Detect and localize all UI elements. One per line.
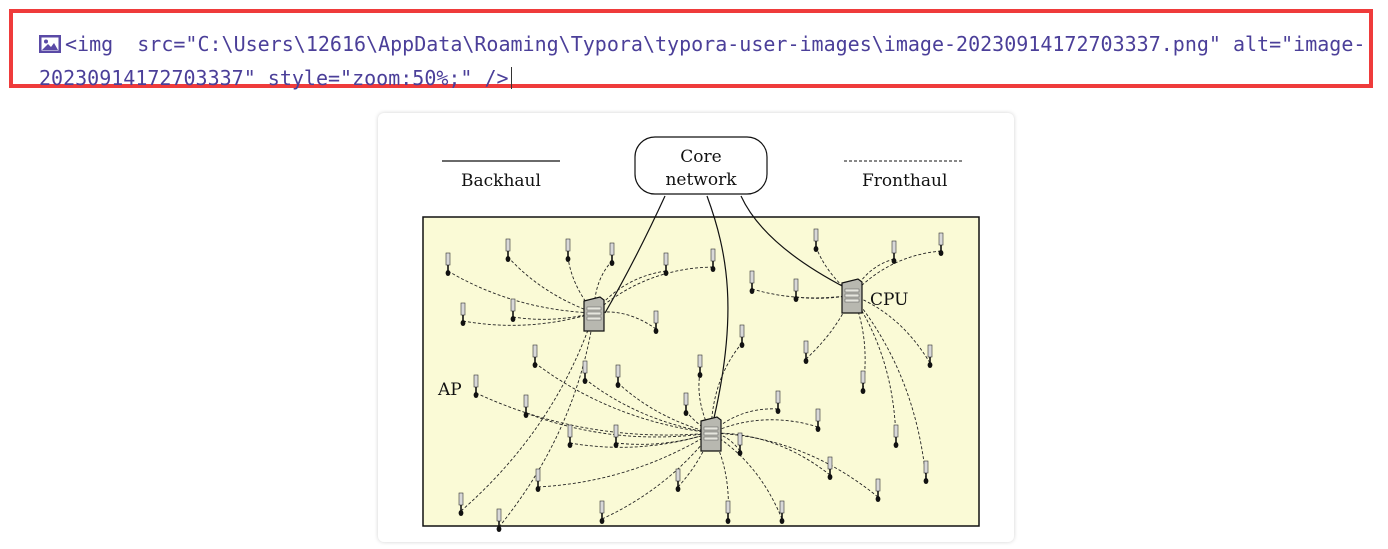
access-point-icon xyxy=(737,432,743,456)
access-point-icon xyxy=(803,340,809,364)
fronthaul-link xyxy=(593,311,657,330)
fronthaul-link xyxy=(460,312,595,512)
core-network-label-2: network xyxy=(665,170,737,190)
access-point-icon xyxy=(710,248,716,272)
fronthaul-link xyxy=(593,266,714,314)
access-point-icon xyxy=(938,232,944,256)
fronthaul-link xyxy=(851,294,927,480)
access-point-icon xyxy=(793,278,799,302)
access-point-icon xyxy=(532,344,538,368)
backhaul-link xyxy=(706,195,729,419)
fronthaul-link xyxy=(512,312,595,320)
cpu-server-icon xyxy=(841,278,863,314)
access-point-icon xyxy=(815,408,821,432)
fronthaul-link xyxy=(710,432,831,476)
backhaul-link xyxy=(740,195,847,289)
cpu-server-icon xyxy=(700,416,722,452)
rendered-figure: Backhaul Fronthaul Core network CPU AP xyxy=(378,113,1014,542)
access-point-icon xyxy=(510,298,516,322)
access-point-icon xyxy=(875,478,881,502)
core-network-box xyxy=(634,136,768,195)
backhaul-legend-label: Backhaul xyxy=(461,171,541,191)
fronthaul-legend-label: Fronthaul xyxy=(862,171,947,191)
access-point-icon xyxy=(860,370,866,394)
access-point-icon xyxy=(460,302,466,326)
core-network-label-1: Core xyxy=(680,147,721,167)
fronthaul-link xyxy=(475,392,712,436)
access-point-icon xyxy=(523,394,529,418)
access-point-icon xyxy=(609,242,615,266)
fronthaul-link xyxy=(507,256,595,314)
access-point-icon xyxy=(535,468,541,492)
access-point-icon xyxy=(827,456,833,480)
access-point-icon xyxy=(927,344,933,368)
fronthaul-link xyxy=(851,294,897,444)
source-code-content: <img src="C:\Users\12616\AppData\Roaming… xyxy=(39,32,1366,90)
image-icon xyxy=(39,29,61,53)
network-diagram: Backhaul Fronthaul Core network CPU AP xyxy=(422,136,980,532)
backhaul-link xyxy=(604,195,666,314)
access-point-icon xyxy=(445,252,451,276)
fronthaul-link xyxy=(498,312,595,528)
access-point-icon xyxy=(675,468,681,492)
text-caret xyxy=(510,67,512,89)
cpu-label: CPU xyxy=(870,290,908,310)
cpus xyxy=(583,278,863,452)
access-point-icon xyxy=(473,374,479,398)
access-point-icon xyxy=(582,360,588,384)
fronthaul-link xyxy=(751,288,853,299)
access-point-icon xyxy=(923,460,929,484)
fronthaul-link xyxy=(677,432,712,488)
fronthaul-link xyxy=(569,432,712,448)
access-point-icon xyxy=(891,240,897,264)
fronthaul-link xyxy=(534,362,712,434)
fronthaul-link xyxy=(462,312,595,326)
image-source-highlight[interactable]: <img src="C:\Users\12616\AppData\Roaming… xyxy=(9,9,1373,90)
fronthaul-links xyxy=(447,246,942,528)
access-point-icon xyxy=(779,500,785,524)
access-point-icon xyxy=(813,228,819,252)
access-point-icon xyxy=(697,354,703,378)
fronthaul-link xyxy=(601,432,712,520)
access-point-icon xyxy=(725,500,731,524)
access-point-icon xyxy=(775,390,781,414)
fronthaul-link xyxy=(537,432,712,488)
access-point-icon xyxy=(615,364,621,388)
fronthaul-link xyxy=(447,270,595,314)
fronthaul-link xyxy=(851,294,931,364)
access-points xyxy=(445,228,944,532)
ap-label: AP xyxy=(437,380,462,400)
access-point-icon xyxy=(653,310,659,334)
access-point-icon xyxy=(663,252,669,276)
access-point-icon xyxy=(599,500,605,524)
access-point-icon xyxy=(458,492,464,516)
fronthaul-link xyxy=(584,378,712,434)
cpu-server-icon xyxy=(583,296,605,332)
fronthaul-link xyxy=(710,419,819,434)
access-point-icon xyxy=(749,270,755,294)
fronthaul-link xyxy=(617,382,712,434)
access-point-icon xyxy=(496,508,502,532)
access-point-icon xyxy=(739,324,745,348)
access-point-icon xyxy=(565,238,571,262)
access-point-icon xyxy=(567,424,573,448)
image-source-text[interactable]: <img src="C:\Users\12616\AppData\Roaming… xyxy=(39,27,1369,95)
access-point-icon xyxy=(683,392,689,416)
access-point-icon xyxy=(893,424,899,448)
access-point-icon xyxy=(505,238,511,262)
access-point-icon xyxy=(613,424,619,448)
fronthaul-link xyxy=(525,412,712,438)
fronthaul-link xyxy=(710,432,879,498)
